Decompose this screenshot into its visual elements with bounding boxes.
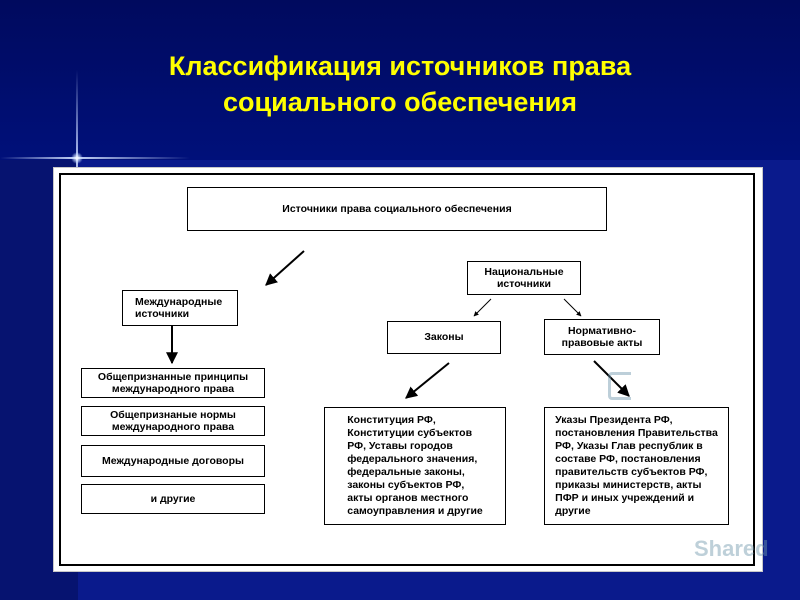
slide-title-line-1: Классификация источников права (168, 51, 632, 81)
laws-box: Законы (387, 321, 501, 354)
root-sources-label: Источники права социального обеспечения (282, 202, 512, 215)
light-flare-horizontal (0, 157, 190, 159)
intl-item-treaties: Международные договоры (81, 445, 265, 477)
intl-item-principles: Общепризнанные принципы международного п… (81, 368, 265, 398)
light-flare-center (71, 152, 83, 164)
watermark-text: Shared (694, 536, 769, 561)
intl-item-label: и другие (150, 492, 196, 505)
intl-item-label: Общепризнанные принципы международного п… (97, 370, 249, 396)
slide-title-line-2: социального обеспечения (222, 87, 577, 117)
laws-list-text: Конституция РФ, Конституции субъектов РФ… (347, 414, 483, 517)
diagram-arrows (166, 250, 630, 399)
root-sources-box: Источники права социального обеспечения (187, 187, 607, 231)
national-sources-label: Национальные источники (484, 265, 564, 291)
diagram-frame (59, 173, 755, 566)
arrow-acts-to-list (593, 360, 630, 397)
normative-acts-label: Нормативно- правовые акты (561, 324, 643, 350)
laws-list-box: Конституция РФ, Конституции субъектов РФ… (324, 407, 506, 525)
slide-title: Классификация источников права социально… (0, 48, 800, 120)
international-sources-label: Международные источники (135, 295, 223, 321)
background-top (0, 0, 800, 160)
acts-list-box: Указы Президента РФ, постановления Прави… (544, 407, 729, 525)
international-sources-box: Международные источники (122, 290, 238, 326)
laws-label: Законы (424, 331, 464, 344)
arrow-laws-to-list (405, 362, 450, 399)
arrow-national-to-acts (563, 298, 582, 317)
normative-acts-box: Нормативно- правовые акты (544, 319, 660, 355)
national-sources-box: Национальные источники (467, 261, 581, 295)
intl-item-label: Международные договоры (102, 454, 244, 467)
diagram-panel: Источники права социального обеспечения … (53, 167, 763, 572)
arrow-root-to-international (265, 250, 305, 286)
intl-item-label: Общепризнаные нормы международного права (110, 408, 236, 434)
intl-item-norms: Общепризнаные нормы международного права (81, 406, 265, 436)
acts-list-text: Указы Президента РФ, постановления Прави… (555, 414, 718, 517)
arrow-national-to-laws (473, 298, 492, 317)
intl-item-others: и другие (81, 484, 265, 514)
watermark-icon (608, 372, 631, 400)
